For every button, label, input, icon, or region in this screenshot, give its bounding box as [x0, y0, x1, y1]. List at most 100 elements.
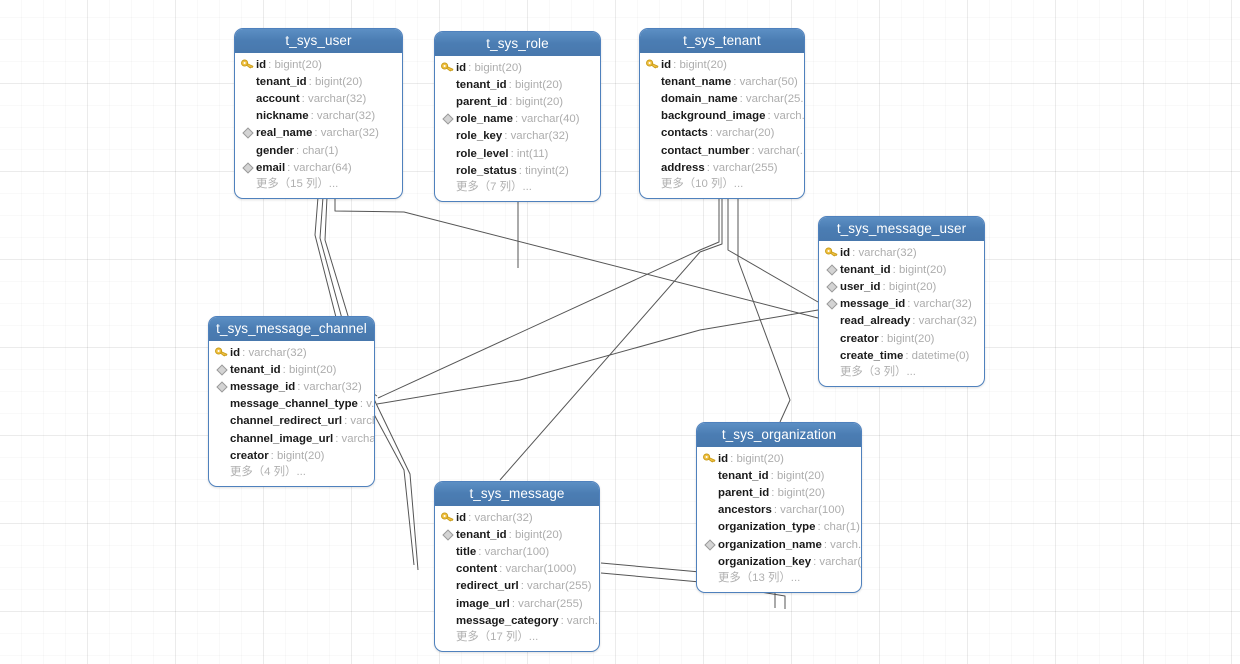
relationship-line[interactable] [334, 197, 819, 319]
column-name: contact_number [661, 144, 750, 157]
column-type: : varchar(32) [297, 380, 362, 393]
column-name: channel_redirect_url [230, 415, 343, 428]
column-name: message_id [840, 298, 906, 311]
column-row-role_key[interactable]: role_key: varchar(32) [435, 128, 600, 145]
column-row-id[interactable]: id: varchar(32) [435, 509, 599, 526]
column-type: : bigint(20) [508, 78, 563, 91]
table-node-t_sys_message_channel[interactable]: t_sys_message_channel id: varchar(32) te… [208, 316, 375, 487]
column-row-message_id[interactable]: message_id: varchar(32) [209, 378, 374, 395]
column-label: nickname: varchar(32) [256, 110, 375, 122]
column-type: : bigint(20) [509, 95, 564, 108]
column-row-tenant_id[interactable]: tenant_id: bigint(20) [697, 467, 861, 484]
column-row-organization_key[interactable]: organization_key: varchar(... [697, 553, 861, 570]
column-label: message_id: varchar(32) [230, 381, 362, 393]
table-node-t_sys_role[interactable]: t_sys_role id: bigint(20) tenant_id: big… [434, 31, 601, 202]
column-name: nickname [256, 110, 309, 123]
column-type: : bigint(20) [308, 75, 363, 88]
relationship-line[interactable] [377, 198, 720, 399]
column-row-tenant_id[interactable]: tenant_id: bigint(20) [819, 261, 984, 278]
more-columns-t_sys_user[interactable]: 更多（15 列）... [256, 178, 339, 191]
foreign-key-diamond-icon [441, 529, 454, 541]
column-row-account[interactable]: account: varchar(32) [235, 90, 402, 107]
column-row-channel_redirect_url[interactable]: channel_redirect_url: varch... [209, 413, 374, 430]
column-name: organization_key [718, 555, 812, 568]
column-row-message_category[interactable]: message_category: varch... [435, 612, 599, 629]
table-node-t_sys_message_user[interactable]: t_sys_message_user id: varchar(32) tenan… [818, 216, 985, 387]
column-row-nickname[interactable]: nickname: varchar(32) [235, 108, 402, 125]
column-row-message_id[interactable]: message_id: varchar(32) [819, 296, 984, 313]
column-row-contact_number[interactable]: contact_number: varchar(... [640, 142, 804, 159]
column-row-tenant_id[interactable]: tenant_id: bigint(20) [235, 73, 402, 90]
column-row-tenant_name[interactable]: tenant_name: varchar(50) [640, 73, 804, 90]
more-columns-t_sys_organization[interactable]: 更多（13 列）... [718, 572, 801, 585]
column-row-real_name[interactable]: real_name: varchar(32) [235, 125, 402, 142]
column-row-role_status[interactable]: role_status: tinyint(2) [435, 162, 600, 179]
column-row-creator[interactable]: creator: bigint(20) [819, 330, 984, 347]
column-row-parent_id[interactable]: parent_id: bigint(20) [697, 484, 861, 501]
column-name: creator [840, 332, 879, 345]
column-row-channel_image_url[interactable]: channel_image_url: varcha... [209, 430, 374, 447]
column-name: contacts [661, 127, 708, 140]
column-name: role_name [456, 113, 513, 126]
column-row-role_level[interactable]: role_level: int(11) [435, 145, 600, 162]
column-row-image_url[interactable]: image_url: varchar(255) [435, 595, 599, 612]
column-row-tenant_id[interactable]: tenant_id: bigint(20) [435, 526, 599, 543]
column-row-parent_id[interactable]: parent_id: bigint(20) [435, 93, 600, 110]
column-name: message_category [456, 614, 559, 627]
column-label: id: varchar(32) [456, 512, 533, 524]
column-row-background_image[interactable]: background_image: varch... [640, 108, 804, 125]
column-row-redirect_url[interactable]: redirect_url: varchar(255) [435, 578, 599, 595]
column-row-tenant_id[interactable]: tenant_id: bigint(20) [209, 361, 374, 378]
relationship-line[interactable] [376, 309, 819, 405]
column-name: read_already [840, 315, 911, 328]
table-node-t_sys_user[interactable]: t_sys_user id: bigint(20) tenant_id: big… [234, 28, 403, 199]
column-marker [824, 297, 839, 311]
column-type: : varchar(255) [520, 580, 592, 593]
table-node-t_sys_message[interactable]: t_sys_message id: varchar(32) tenant_id:… [434, 481, 600, 652]
more-columns-t_sys_tenant[interactable]: 更多（10 列）... [661, 178, 744, 191]
column-type: : varchar(20) [709, 127, 775, 140]
column-row-gender[interactable]: gender: char(1) [235, 142, 402, 159]
column-row-organization_name[interactable]: organization_name: varch... [697, 536, 861, 553]
foreign-key-diamond-icon [215, 381, 228, 393]
column-type: : varchar(32) [468, 511, 533, 524]
column-row-organization_type[interactable]: organization_type: char(1) [697, 519, 861, 536]
column-row-address[interactable]: address: varchar(255) [640, 159, 804, 176]
more-columns-t_sys_message_channel[interactable]: 更多（4 列）... [230, 466, 306, 479]
column-row-id[interactable]: id: bigint(20) [235, 56, 402, 73]
column-marker [240, 161, 255, 175]
column-row-role_name[interactable]: role_name: varchar(40) [435, 111, 600, 128]
column-row-ancestors[interactable]: ancestors: varchar(100) [697, 502, 861, 519]
column-row-read_already[interactable]: read_already: varchar(32) [819, 313, 984, 330]
column-row-creator[interactable]: creator: bigint(20) [209, 447, 374, 464]
column-row-email[interactable]: email: varchar(64) [235, 159, 402, 176]
column-name: organization_type [718, 521, 816, 534]
table-title: t_sys_message_user [819, 217, 984, 241]
relationship-line[interactable] [737, 198, 791, 423]
more-columns-t_sys_role[interactable]: 更多（7 列）... [456, 181, 532, 194]
column-row-contacts[interactable]: contacts: varchar(20) [640, 125, 804, 142]
table-node-t_sys_organization[interactable]: t_sys_organization id: bigint(20) tenant… [696, 422, 862, 593]
more-columns-t_sys_message_user[interactable]: 更多（3 列）... [840, 366, 916, 379]
column-name: create_time [840, 349, 904, 362]
column-row-content[interactable]: content: varchar(1000) [435, 561, 599, 578]
column-type: : varchar(32) [314, 127, 379, 140]
table-node-t_sys_tenant[interactable]: t_sys_tenant id: bigint(20) tenant_name:… [639, 28, 805, 199]
column-row-tenant_id[interactable]: tenant_id: bigint(20) [435, 76, 600, 93]
relationship-line[interactable] [727, 198, 819, 303]
column-type: : varchar(100) [478, 545, 550, 558]
more-columns-t_sys_message[interactable]: 更多（17 列）... [456, 631, 539, 644]
column-type: : varchar(25... [739, 92, 804, 105]
relationship-line[interactable] [499, 198, 723, 481]
column-row-id[interactable]: id: varchar(32) [819, 244, 984, 261]
column-row-create_time[interactable]: create_time: datetime(0) [819, 347, 984, 364]
column-row-id[interactable]: id: bigint(20) [435, 59, 600, 76]
column-row-user_id[interactable]: user_id: bigint(20) [819, 278, 984, 295]
column-row-id[interactable]: id: varchar(32) [209, 344, 374, 361]
column-row-domain_name[interactable]: domain_name: varchar(25... [640, 90, 804, 107]
column-row-message_channel_type[interactable]: message_channel_type: v... [209, 396, 374, 413]
column-row-title[interactable]: title: varchar(100) [435, 543, 599, 560]
column-row-id[interactable]: id: bigint(20) [697, 450, 861, 467]
column-row-id[interactable]: id: bigint(20) [640, 56, 804, 73]
